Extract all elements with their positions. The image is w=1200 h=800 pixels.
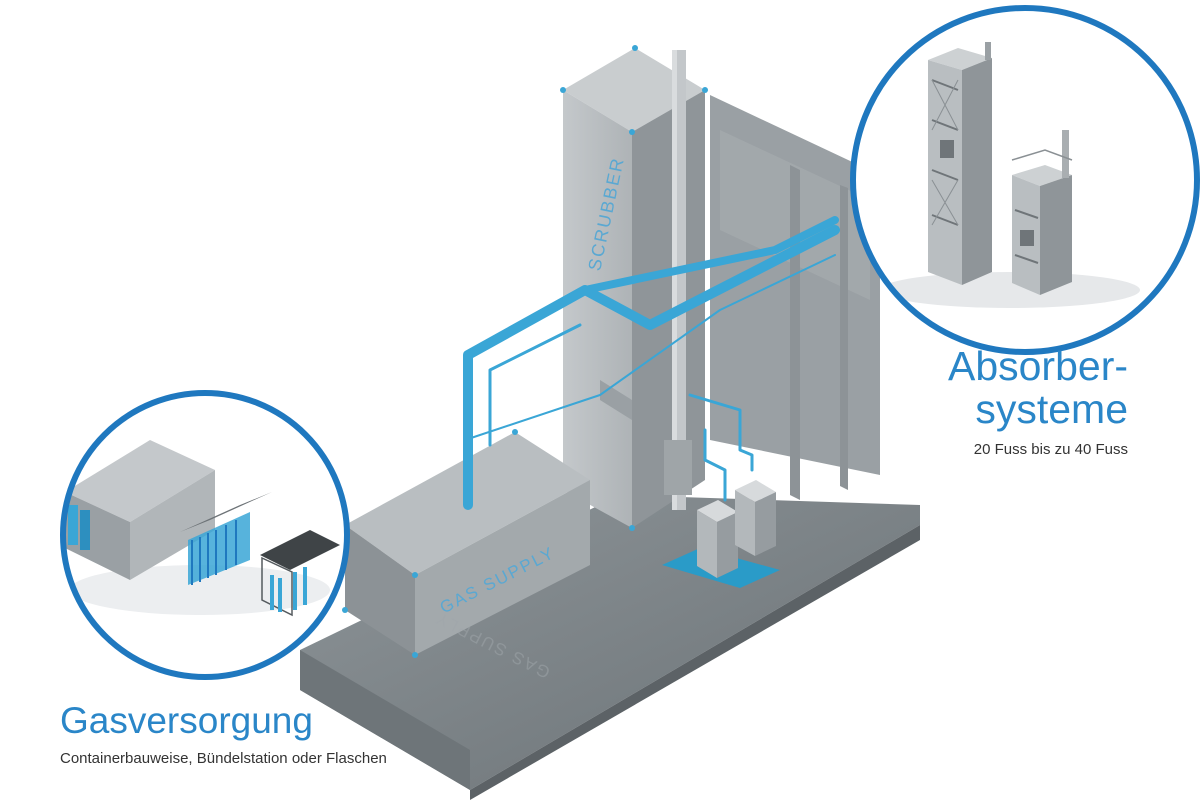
gas-label-block: Gasversorgung Containerbauweise, Bündels… xyxy=(60,700,480,767)
absorber-title-line1: Absorber- xyxy=(947,343,1128,389)
gas-title: Gasversorgung xyxy=(60,700,313,741)
absorber-label-block: Absorber- systeme 20 Fuss bis zu 40 Fuss xyxy=(900,345,1128,459)
absorber-title: Absorber- systeme xyxy=(900,345,1128,431)
corner-markers xyxy=(342,45,708,658)
absorber-title-line2: systeme xyxy=(975,386,1128,432)
absorber-units xyxy=(662,480,780,588)
absorber-detail-circle xyxy=(850,5,1200,355)
gas-subtitle: Containerbauweise, Bündelstation oder Fl… xyxy=(60,750,387,767)
gas-supply-detail-circle xyxy=(60,390,350,680)
piping xyxy=(463,216,840,510)
absorber-subtitle: 20 Fuss bis zu 40 Fuss xyxy=(973,441,1128,458)
